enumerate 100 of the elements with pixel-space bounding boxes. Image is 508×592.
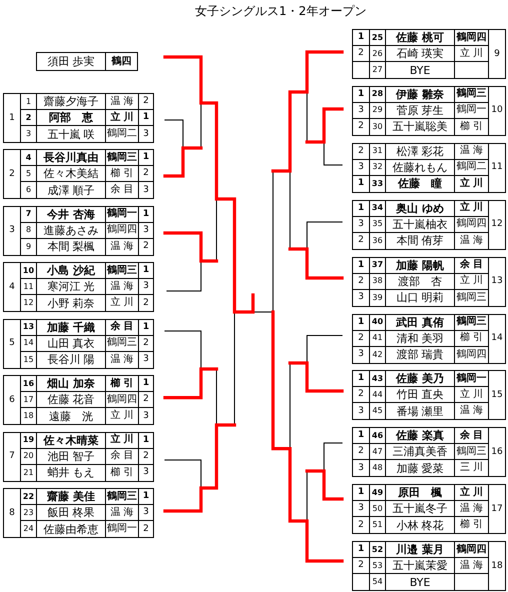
- rank-number: 3: [353, 102, 370, 118]
- rank-number: 2: [142, 95, 150, 108]
- rank-number: 2: [142, 296, 150, 310]
- rank-number: 1: [142, 490, 150, 503]
- entry-row: [21, 489, 153, 505]
- school-name: 温 海: [458, 558, 484, 573]
- rank-number: 1: [353, 176, 370, 192]
- entry-row: [353, 216, 488, 233]
- school-name: 温 海: [106, 505, 139, 520]
- player-name: 渡部 瑞貴: [386, 346, 455, 362]
- school-name: 立 川: [106, 408, 139, 424]
- seed-number: 31: [370, 144, 386, 159]
- school-name: 温 海: [106, 279, 139, 294]
- player-name: 松澤 彩花: [386, 144, 455, 159]
- group-table: [3, 375, 154, 426]
- entry-row: [21, 336, 153, 352]
- entry-row: [353, 144, 488, 160]
- school-name: 温 海: [458, 234, 484, 248]
- entry-row: [353, 428, 488, 444]
- seed-number: 25: [370, 30, 386, 45]
- seed-number: 26: [370, 46, 386, 61]
- player-name: 長谷川 陽: [37, 352, 106, 368]
- group-table: [352, 29, 506, 79]
- school-name: 櫛 引: [458, 120, 484, 134]
- entry-row: [353, 86, 488, 103]
- school-name: 鶴岡一: [455, 372, 488, 386]
- rank-number: 3: [142, 128, 150, 140]
- entry-row: [353, 444, 488, 460]
- entry-row: [353, 485, 488, 502]
- player-name: 渡部 杏: [386, 274, 455, 289]
- group-table: [3, 93, 154, 143]
- school-name: 立 川: [458, 388, 484, 402]
- player-name: 五十嵐茉愛: [386, 558, 455, 574]
- player-name: 本間 梨楓: [37, 238, 106, 255]
- rank-number: 1: [353, 86, 370, 102]
- rank-number: 3: [353, 460, 370, 476]
- player-name: 加藤 愛菜: [386, 460, 455, 476]
- entry-row: [353, 314, 488, 330]
- school-name: 鶴岡四: [456, 217, 488, 232]
- seed-number: 23: [21, 505, 37, 520]
- rank-number: 3: [353, 160, 370, 175]
- school-name: 立 川: [458, 274, 484, 288]
- seed-number: 8: [21, 222, 37, 238]
- entry-row: [21, 150, 153, 166]
- rank-number: 1: [142, 151, 150, 164]
- school-name: 櫛 引: [106, 166, 139, 182]
- entry-row: [353, 501, 488, 518]
- player-name: 五十嵐冬子: [386, 501, 455, 516]
- player-name: 五十嵐聡美: [386, 118, 455, 135]
- seed-number: 28: [370, 86, 386, 102]
- entry-row: [21, 320, 153, 336]
- school-name: 三 川: [458, 460, 484, 476]
- seed-number: 20: [21, 448, 37, 464]
- entry-row: [353, 330, 488, 346]
- seed-number: 17: [21, 392, 37, 408]
- school-name: 櫛 引: [458, 518, 484, 532]
- group-number: 16: [488, 428, 505, 476]
- seed-number: 52: [370, 542, 386, 558]
- rank-number: 1: [353, 314, 370, 330]
- player-name: 佐々木美結: [37, 166, 106, 182]
- player-name: 川邉 葉月: [386, 542, 455, 558]
- seed-number: 43: [370, 371, 386, 386]
- player-name: 加藤 千織: [37, 320, 106, 335]
- player-name: 三浦真美香: [386, 444, 455, 460]
- player-name: 進藤あさみ: [37, 222, 106, 238]
- rank-number: 2: [353, 274, 370, 289]
- school-name: 鶴岡一: [106, 206, 139, 222]
- rank-number: 2: [142, 393, 150, 406]
- school-name: 鶴岡三: [455, 314, 488, 329]
- seed-number: 16: [21, 376, 37, 392]
- entry-row: [353, 160, 488, 176]
- seed-number: 24: [21, 521, 37, 537]
- rank-number: 2: [142, 450, 150, 463]
- rank-number: 2: [353, 232, 370, 249]
- player-name: 小島 沙紀: [37, 263, 106, 278]
- seed-number: 27: [370, 62, 386, 78]
- group-table: [3, 432, 154, 482]
- rank-number: 2: [142, 522, 150, 536]
- school-name: 鶴岡一: [456, 103, 488, 118]
- school-name: 鶴岡四: [455, 30, 488, 44]
- player-name: 石崎 瑛実: [386, 46, 455, 61]
- school-name: 鶴岡三: [456, 290, 488, 305]
- rank-number: 3: [142, 280, 150, 294]
- seed-number: 36: [370, 232, 386, 249]
- group-table: [3, 262, 154, 312]
- entry-row: [353, 558, 488, 574]
- group-number: 17: [488, 485, 505, 534]
- school-name: 温 海: [458, 404, 484, 418]
- player-name: 佐藤 花音: [37, 392, 106, 408]
- rank-number: 3: [353, 403, 370, 420]
- rank-number: 1: [142, 111, 150, 124]
- rank-number: 3: [353, 501, 370, 516]
- rank-number: 1: [142, 320, 150, 334]
- seed-number: 14: [21, 336, 37, 351]
- player-name: 今井 杏海: [37, 206, 106, 222]
- player-name: 小野 莉奈: [37, 295, 106, 312]
- entry-row: [21, 166, 153, 182]
- entry-row: [353, 542, 488, 558]
- school-name: 立 川: [106, 110, 139, 125]
- entry-row: [353, 200, 488, 217]
